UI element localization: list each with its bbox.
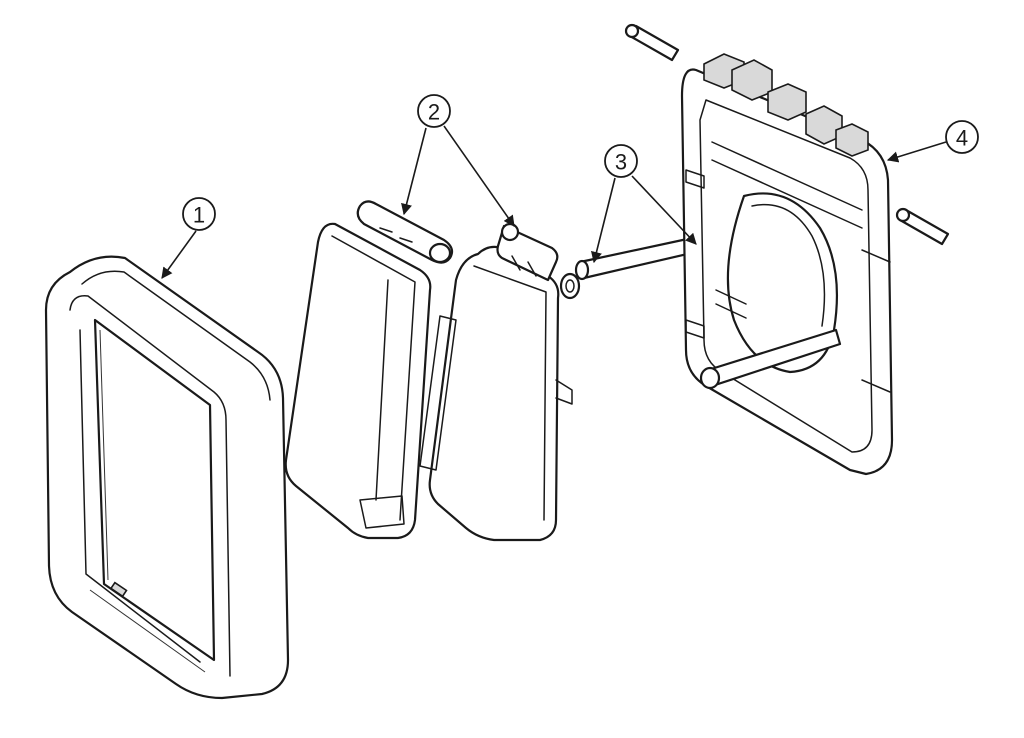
pin-right <box>895 207 950 246</box>
callout-2: 2 <box>417 94 451 128</box>
pin-top <box>624 23 680 62</box>
leader-1 <box>161 230 197 279</box>
callout-label-1: 1 <box>193 203 205 228</box>
leader-3b <box>631 175 697 245</box>
leader-2b <box>443 125 515 227</box>
callout-4: 4 <box>945 120 979 154</box>
part-2-rocker-left <box>284 200 454 540</box>
part-4-mounting-plate <box>680 53 894 476</box>
callout-label-2: 2 <box>428 100 440 125</box>
callout-3: 3 <box>604 144 638 178</box>
callout-label-4: 4 <box>956 126 968 151</box>
part-3-axle-rod <box>574 236 698 281</box>
leader-3a <box>591 177 616 264</box>
part-1-front-frame <box>44 255 290 700</box>
leader-4 <box>886 141 947 163</box>
leader-2a <box>401 127 427 216</box>
callout-1: 1 <box>182 197 216 231</box>
part-2-rocker-right <box>419 222 581 542</box>
callout-label-3: 3 <box>615 150 627 175</box>
